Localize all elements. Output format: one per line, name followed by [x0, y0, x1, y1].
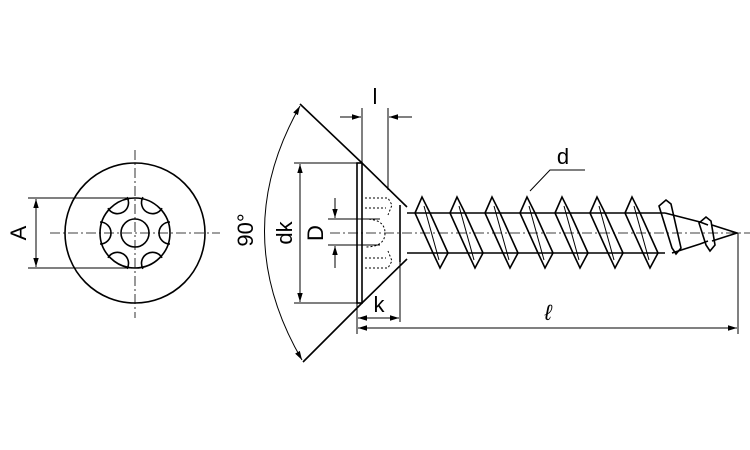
head-face	[356, 162, 363, 304]
label-l: l	[373, 84, 378, 109]
thread-crest	[484, 195, 519, 270]
thread-crest	[624, 195, 659, 270]
recess-lobe	[99, 221, 112, 245]
recess-lobe	[158, 221, 171, 245]
tip-thread	[698, 215, 716, 253]
center-pin	[120, 218, 150, 248]
thread-line	[493, 205, 510, 261]
label-angle: 90°	[233, 213, 258, 246]
recess-lobe	[107, 196, 130, 215]
thread-crest	[449, 195, 484, 270]
label-a: A	[6, 225, 31, 240]
screw-point	[711, 224, 740, 242]
head-cone-bottom	[302, 258, 408, 363]
thread-line	[528, 205, 545, 261]
dimension-d-leader	[529, 169, 585, 192]
thread-line	[598, 205, 615, 261]
angle-arc	[264, 105, 303, 361]
thread-line	[423, 205, 440, 261]
thread-crest	[519, 195, 554, 270]
threads	[414, 195, 716, 270]
recess-lobe	[107, 251, 130, 270]
thread-line	[633, 205, 650, 261]
head-cone-top	[299, 103, 408, 208]
label-length: ℓ	[543, 300, 552, 325]
head-outline	[64, 162, 206, 304]
top-view: A	[6, 150, 220, 318]
thread-line	[458, 205, 475, 261]
recess-lobe	[140, 251, 163, 270]
thread-crest	[589, 195, 624, 270]
thread-line	[563, 205, 580, 261]
label-k: k	[374, 292, 386, 317]
recess-lobe	[140, 196, 163, 215]
thread-crest	[554, 195, 589, 270]
tip-thread	[658, 198, 682, 256]
label-big-d: D	[303, 225, 328, 241]
label-d: d	[557, 144, 569, 169]
taper-top	[664, 212, 709, 226]
recess-hidden-lines	[364, 197, 393, 269]
label-dk: dk	[272, 220, 297, 244]
side-view: l dk D 90° k ℓ d	[233, 84, 750, 363]
thread-crest	[414, 195, 449, 270]
